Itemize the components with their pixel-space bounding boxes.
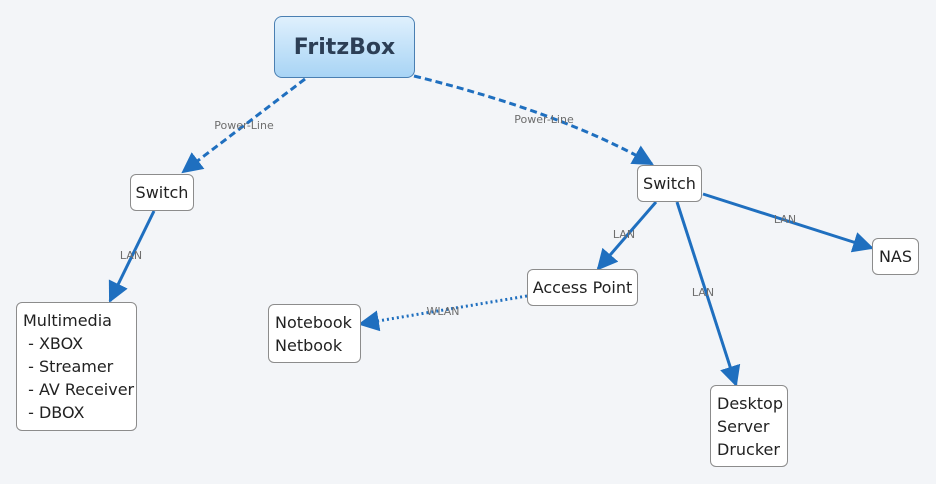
node-multimedia[interactable]: Multimedia - XBOX - Streamer - AV Receiv… bbox=[16, 302, 137, 431]
node-desktop-line: Drucker bbox=[717, 440, 780, 459]
edge-label-power-line-right: Power-Line bbox=[514, 113, 574, 126]
edge-switch-right-to-access-point bbox=[596, 201, 658, 271]
node-multimedia-line: - XBOX bbox=[23, 334, 84, 353]
node-fritzbox-label: FritzBox bbox=[293, 34, 396, 60]
node-multimedia-line: - DBOX bbox=[23, 403, 85, 422]
edge-switch-right-to-desktop bbox=[675, 201, 741, 387]
node-desktop[interactable]: Desktop Server Drucker bbox=[710, 385, 788, 467]
edge-root-to-switch-right bbox=[413, 74, 654, 166]
node-switch-left-label: Switch bbox=[135, 183, 189, 202]
edge-label-lan-multimedia: LAN bbox=[120, 249, 142, 262]
node-switch-left[interactable]: Switch bbox=[130, 174, 194, 211]
edge-label-wlan: WLAN bbox=[426, 305, 459, 318]
node-switch-right-label: Switch bbox=[643, 174, 696, 193]
node-notebook-line: Netbook bbox=[275, 336, 343, 355]
node-multimedia-line: - AV Receiver bbox=[23, 380, 135, 399]
node-switch-right[interactable]: Switch bbox=[637, 165, 702, 202]
edge-access-point-to-notebook bbox=[357, 294, 528, 332]
node-access-point-label: Access Point bbox=[532, 278, 633, 297]
node-notebook[interactable]: Notebook Netbook bbox=[268, 304, 361, 363]
edge-label-lan-desktop: LAN bbox=[692, 286, 714, 299]
node-multimedia-line: - Streamer bbox=[23, 357, 114, 376]
node-nas[interactable]: NAS bbox=[872, 238, 919, 275]
node-desktop-line: Desktop bbox=[717, 394, 783, 413]
edge-label-power-line-left: Power-Line bbox=[214, 119, 274, 132]
node-nas-label: NAS bbox=[878, 247, 913, 266]
node-access-point[interactable]: Access Point bbox=[527, 269, 638, 306]
edge-label-lan-access-point: LAN bbox=[613, 228, 635, 241]
edge-root-to-switch-left bbox=[181, 77, 306, 174]
node-desktop-line: Server bbox=[717, 417, 770, 436]
edge-switch-right-to-nas bbox=[702, 192, 875, 253]
edge-switch-left-to-multimedia bbox=[108, 210, 156, 303]
node-multimedia-line: Multimedia bbox=[23, 311, 112, 330]
node-fritzbox[interactable]: FritzBox bbox=[274, 16, 415, 78]
edge-label-lan-nas: LAN bbox=[774, 213, 796, 226]
node-notebook-line: Notebook bbox=[275, 313, 352, 332]
